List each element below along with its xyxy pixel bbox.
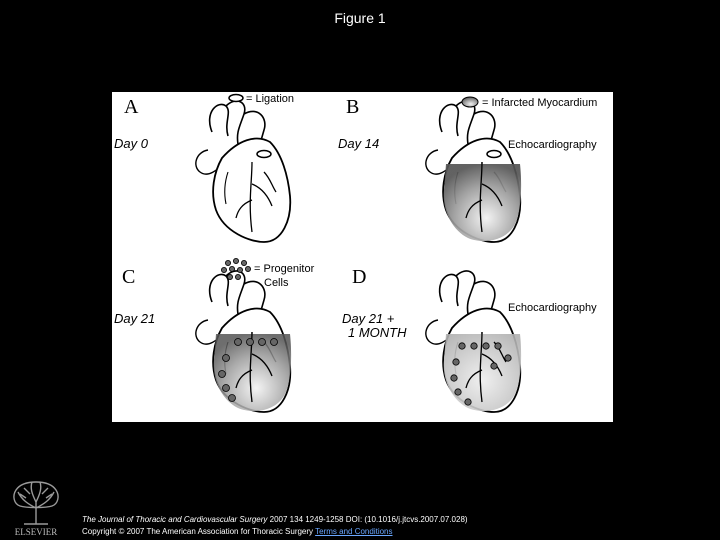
copyright-text: Copyright © 2007 The American Associatio… xyxy=(82,527,315,536)
panel-a xyxy=(196,101,290,242)
panel-d xyxy=(426,271,521,412)
panel-d-day-line2: 1 MONTH xyxy=(348,325,407,340)
infarct-legend-icon xyxy=(462,97,478,107)
citation-line-1: The Journal of Thoracic and Cardiovascul… xyxy=(82,514,468,526)
panel-d-letter: D xyxy=(352,266,366,288)
legend-infarct: = Infarcted Myocardium xyxy=(482,97,597,109)
figure-image: A Day 0 = Ligation B Day 14 Echocardiogr… xyxy=(112,92,613,422)
panel-d-echo: Echocardiography xyxy=(508,302,597,314)
panel-b-echo: Echocardiography xyxy=(508,139,597,151)
citation: The Journal of Thoracic and Cardiovascul… xyxy=(82,514,468,538)
terms-link[interactable]: Terms and Conditions xyxy=(315,527,392,536)
citation-reference: 2007 134 1249-1258 DOI: (10.1016/j.jtcvs… xyxy=(267,515,467,524)
panel-b xyxy=(426,101,521,242)
ligation-icon xyxy=(229,95,243,102)
panel-b-day: Day 14 xyxy=(338,136,379,151)
panel-b-letter: B xyxy=(346,96,359,118)
journal-name: The Journal of Thoracic and Cardiovascul… xyxy=(82,515,267,524)
slide-title: Figure 1 xyxy=(0,10,720,26)
panel-a-day: Day 0 xyxy=(114,136,149,151)
panel-c-day: Day 21 xyxy=(114,311,155,326)
panel-c xyxy=(196,271,291,412)
publisher-name: ELSEVIER xyxy=(15,527,58,537)
legend-ligation: = Ligation xyxy=(246,93,294,105)
panel-a-letter: A xyxy=(124,96,139,118)
panel-d-day-line1: Day 21 + xyxy=(342,311,395,326)
elsevier-logo: ELSEVIER xyxy=(6,478,66,538)
legend-progenitor-cells: Cells xyxy=(264,277,289,289)
legend-progenitor: = Progenitor xyxy=(254,263,315,275)
citation-line-2: Copyright © 2007 The American Associatio… xyxy=(82,526,468,538)
panel-c-letter: C xyxy=(122,266,135,288)
